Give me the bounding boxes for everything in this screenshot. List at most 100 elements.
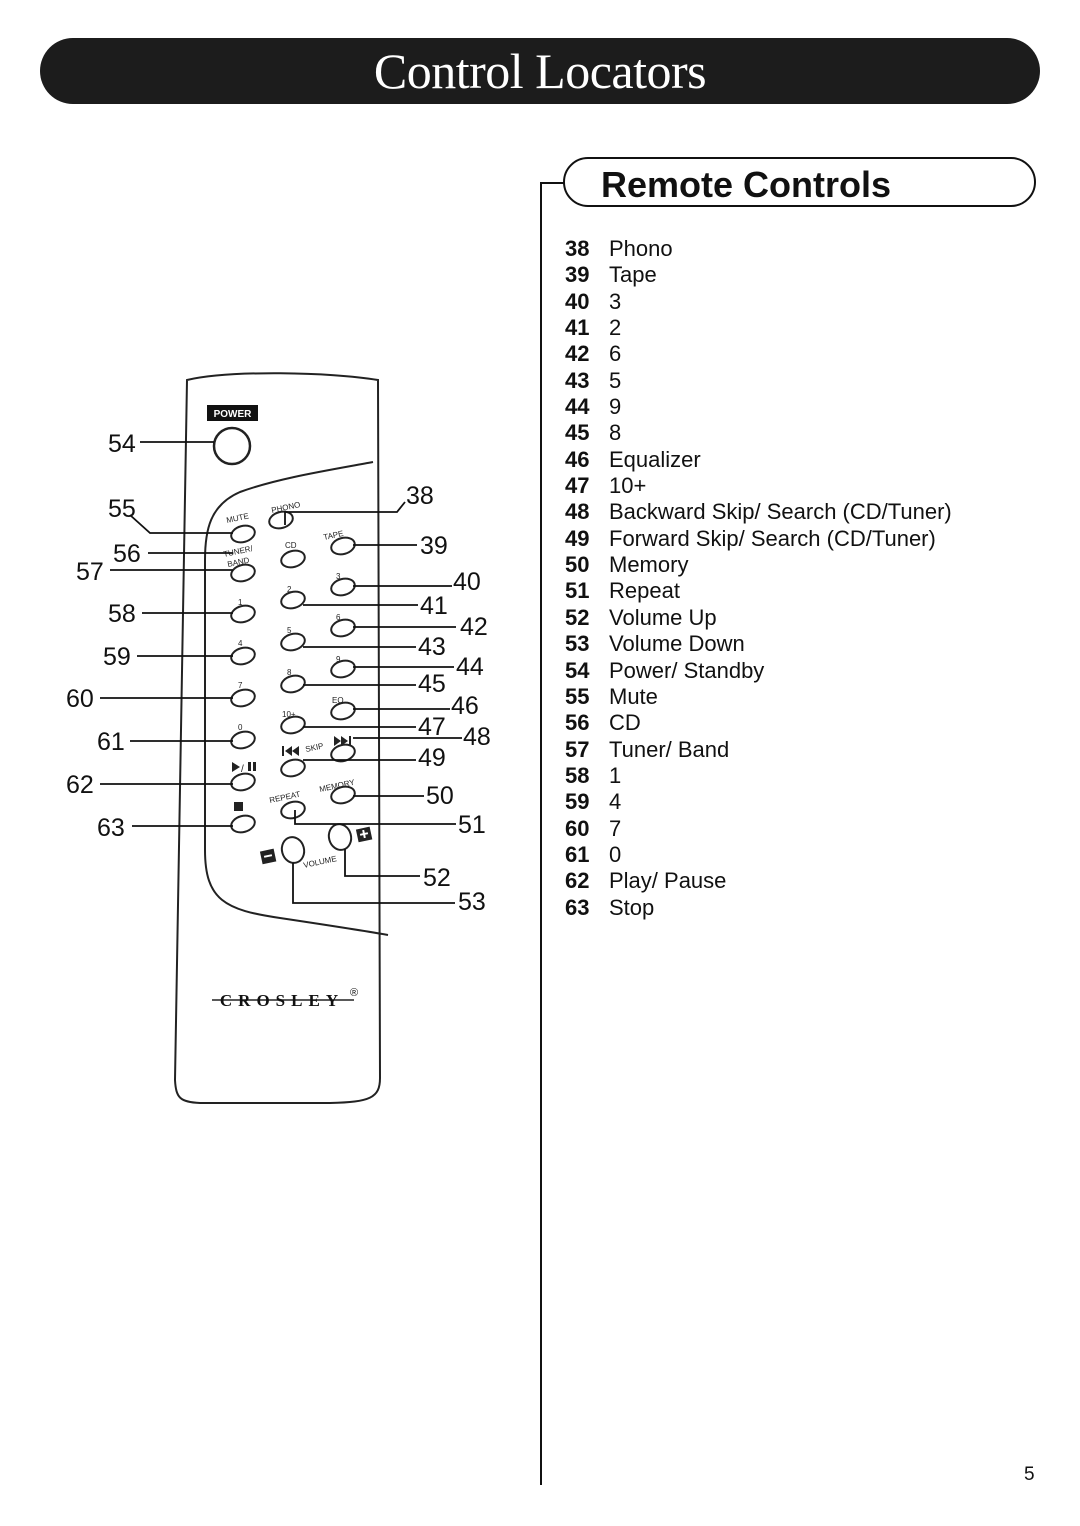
key7-button (230, 688, 256, 708)
skip-symbols (282, 736, 351, 756)
callout-50: 50 (426, 782, 454, 810)
key3-label: 3 (336, 572, 341, 581)
phono-button (268, 510, 294, 530)
key2-button (280, 590, 306, 610)
key4-label: 4 (238, 639, 243, 648)
cd-button (280, 549, 306, 569)
callout-46: 46 (451, 692, 479, 720)
power-label-box (207, 405, 258, 421)
callout-40: 40 (453, 568, 481, 596)
tape-button (330, 536, 356, 556)
key7-label: 7 (238, 681, 243, 690)
key6-button (330, 618, 356, 638)
remote-diagram: POWER MUTE PHONO TAPE TUNER/ BAND CD 1 2… (66, 372, 491, 1104)
callout-61: 61 (97, 728, 125, 756)
callout-56: 56 (113, 540, 141, 568)
keypad-panel (204, 461, 389, 936)
crosley-logo: CROSLEY (220, 991, 344, 1010)
volume-down-button (280, 836, 306, 864)
callout-51: 51 (458, 811, 486, 839)
key9-label: 9 (336, 655, 341, 664)
callout-62: 62 (66, 771, 94, 799)
cd-label: CD (285, 541, 297, 550)
column-divider (540, 182, 542, 1485)
skip-label: SKIP (305, 741, 325, 754)
page-number: 5 (1024, 1464, 1035, 1485)
callout-59: 59 (103, 643, 131, 671)
callout-63: 63 (97, 814, 125, 842)
play-pause-button (230, 772, 256, 792)
power-label: POWER (214, 409, 253, 420)
callout-38: 38 (406, 482, 434, 510)
key2-label: 2 (287, 585, 292, 594)
eq-button (330, 701, 356, 721)
key8-button (280, 674, 306, 694)
key5-button (280, 632, 306, 652)
section-title: Remote Controls (601, 164, 892, 205)
callout-44: 44 (456, 653, 484, 681)
key8-label: 8 (287, 668, 292, 677)
callout-47: 47 (418, 713, 446, 741)
callout-42: 42 (460, 613, 488, 641)
key1-label: 1 (238, 598, 243, 607)
callout-53: 53 (458, 888, 486, 916)
callout-43: 43 (418, 633, 446, 661)
section-title-box: Remote Controls (563, 157, 1036, 207)
page-title: Control Locators (373, 43, 707, 99)
key10-button (280, 715, 306, 735)
callout-49: 49 (418, 744, 446, 772)
callout-58: 58 (108, 600, 136, 628)
svg-text:/: / (241, 764, 244, 775)
key0-button (230, 730, 256, 750)
stop-button (230, 814, 256, 834)
key9-button (330, 659, 356, 679)
key6-label: 6 (336, 613, 341, 622)
key0-label: 0 (238, 723, 243, 732)
power-button (212, 426, 252, 466)
tuner-band-button (230, 563, 256, 583)
key3-button (330, 577, 356, 597)
callout-54: 54 (108, 430, 136, 458)
callout-45: 45 (418, 670, 446, 698)
stop-icon (234, 802, 243, 811)
callout-57: 57 (76, 558, 104, 586)
play-pause-icon: / (232, 762, 256, 775)
callout-48: 48 (463, 723, 491, 751)
leader-lines (100, 441, 462, 904)
callout-39: 39 (420, 532, 448, 560)
key1-button (230, 604, 256, 624)
eq-label: EQ (332, 696, 344, 705)
backward-skip-button (280, 758, 306, 778)
callout-55: 55 (108, 495, 136, 523)
callout-60: 60 (66, 685, 94, 713)
mute-button (230, 524, 256, 544)
divider-tick (540, 182, 564, 184)
volume-minus-icon (259, 848, 277, 865)
